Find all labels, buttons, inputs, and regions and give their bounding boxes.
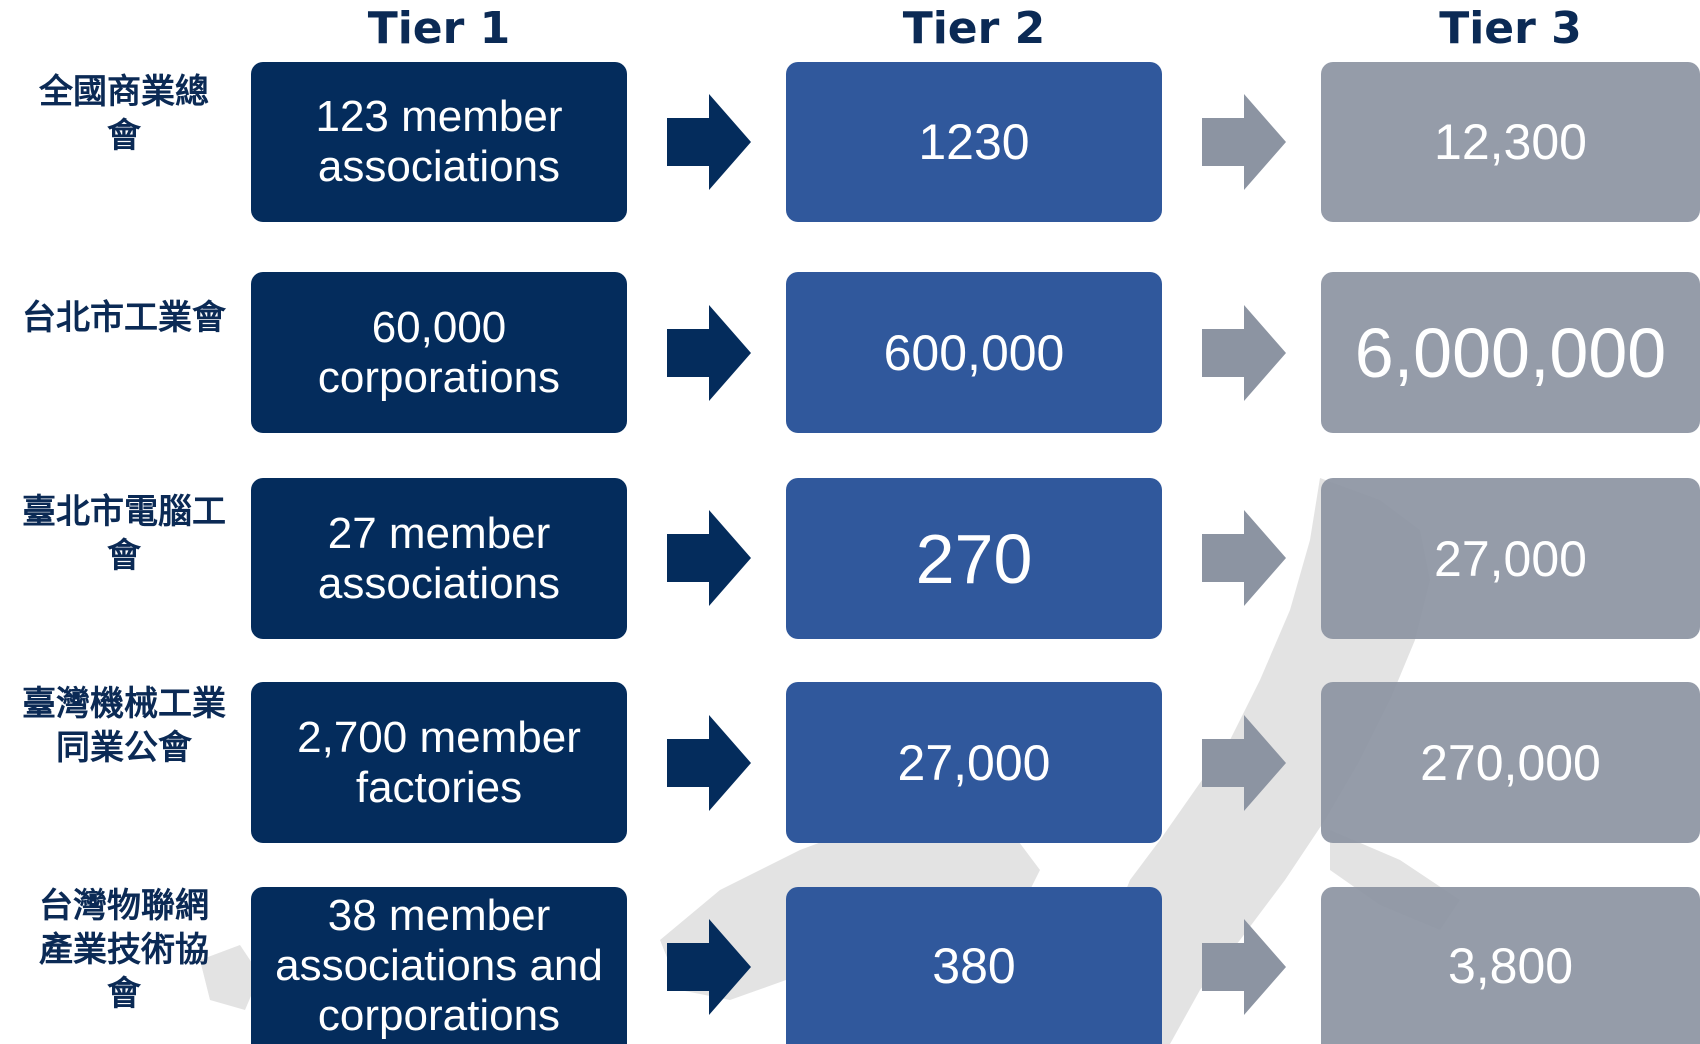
tier-2-box-row-2: 600,000	[786, 272, 1162, 433]
arrow-right-icon	[1202, 715, 1286, 811]
tier-1-box-row-2: 60,000 corporations	[251, 272, 627, 433]
arrow-right-icon	[667, 94, 751, 190]
tier-1-header: Tier 1	[367, 3, 511, 54]
tier-2-header: Tier 2	[902, 3, 1046, 54]
tier-1-box-row-4: 2,700 member factories	[251, 682, 627, 843]
arrow-right-icon	[667, 305, 751, 401]
org-label-row-4: 臺灣機械工業 同業公會	[22, 684, 226, 768]
arrow-right-icon	[667, 919, 751, 1015]
tier-1-box-row-5: 38 member associations and corporations	[251, 887, 627, 1044]
tier-2-box-row-3: 270	[786, 478, 1162, 639]
tier-1-box-row-3: 27 member associations	[251, 478, 627, 639]
arrow-right-icon	[1202, 305, 1286, 401]
tier-3-box-row-4: 270,000	[1321, 682, 1700, 843]
org-label-row-2: 台北市工業會	[22, 298, 226, 338]
tier-3-header: Tier 3	[1439, 3, 1582, 54]
tier-3-box-row-1: 12,300	[1321, 62, 1700, 222]
tier-2-box-row-4: 27,000	[786, 682, 1162, 843]
tier-3-box-row-2: 6,000,000	[1321, 272, 1700, 433]
arrow-right-icon	[1202, 510, 1286, 606]
tier-2-box-row-1: 1230	[786, 62, 1162, 222]
tier-1-box-row-1: 123 member associations	[251, 62, 627, 222]
arrow-right-icon	[1202, 919, 1286, 1015]
tier-3-box-row-3: 27,000	[1321, 478, 1700, 639]
arrow-right-icon	[667, 510, 751, 606]
arrow-right-icon	[1202, 94, 1286, 190]
tier-2-box-row-5: 380	[786, 887, 1162, 1044]
tier-3-box-row-5: 3,800	[1321, 887, 1700, 1044]
map-fragment-bottom-left	[200, 945, 260, 1010]
org-label-row-1: 全國商業總 會	[39, 72, 209, 156]
org-label-row-3: 臺北市電腦工 會	[22, 492, 226, 576]
arrow-right-icon	[667, 715, 751, 811]
org-label-row-5: 台灣物聯網 產業技術協 會	[39, 886, 209, 1014]
